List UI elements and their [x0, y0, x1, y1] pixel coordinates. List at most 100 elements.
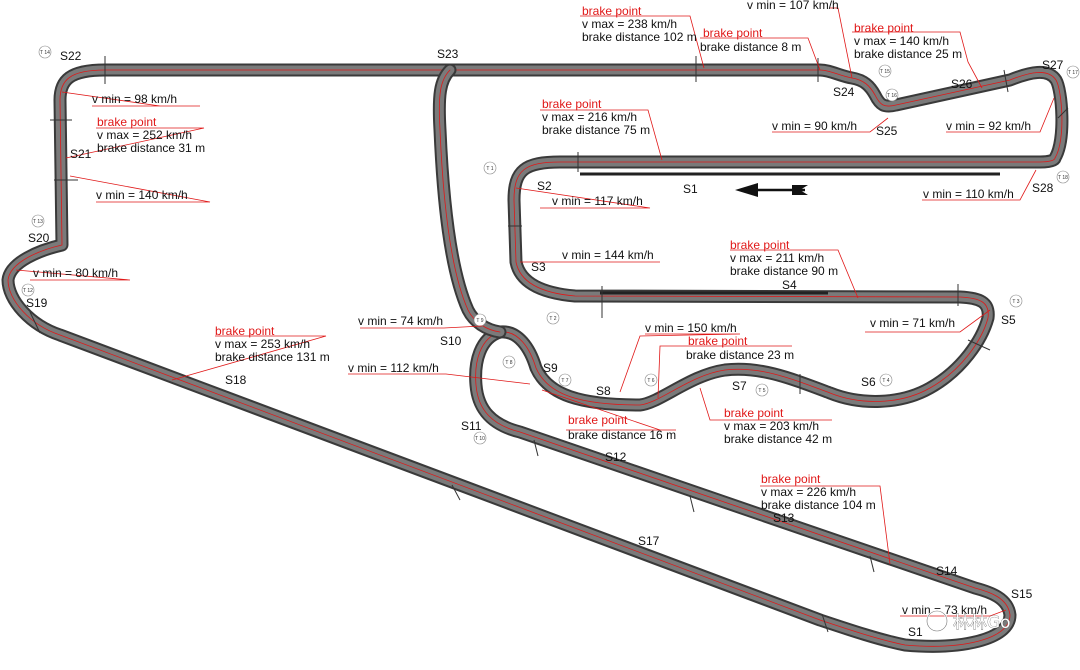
turn-label: T 7 [561, 378, 568, 384]
section-label: S13 [773, 511, 795, 525]
section-label: S3 [531, 260, 546, 274]
turn-label: T 9 [476, 318, 483, 324]
turn-label: T 10 [475, 436, 485, 442]
brake-callout: brake point v max = 253 km/h brake dista… [215, 324, 330, 364]
section-label: S6 [861, 375, 876, 389]
brake-heading: brake point [854, 21, 914, 35]
brake-vmax: v max = 211 km/h [730, 251, 824, 265]
section-label: S15 [1011, 587, 1033, 601]
brake-vmax: v max = 216 km/h [542, 110, 637, 124]
brake-distance: brake distance 8 m [700, 40, 801, 54]
brake-callout: brake point v max = 226 km/h brake dista… [761, 472, 876, 512]
brake-heading: brake point [730, 238, 790, 252]
section-label: S10 [440, 334, 462, 348]
turn-label: T 13 [33, 219, 43, 225]
callout-leaders [15, 7, 1055, 617]
brake-distance: brake distance 16 m [568, 428, 676, 442]
turn-markers [21, 45, 1080, 445]
vmin-label: v min = 80 km/h [33, 266, 118, 280]
brake-callout: brake point v max = 216 km/h brake dista… [542, 97, 650, 137]
brake-vmax: v max = 140 km/h [854, 34, 949, 48]
vmin-label: v min = 71 km/h [870, 316, 955, 330]
brake-vmax: v max = 253 km/h [215, 337, 310, 351]
section-label: S21 [70, 147, 92, 161]
brake-callout: brake point v max = 140 km/h brake dista… [854, 21, 962, 61]
section-label: S17 [638, 534, 660, 548]
section-label: S25 [876, 124, 898, 138]
turn-label: T 16 [887, 93, 897, 99]
section-label: S9 [543, 361, 558, 375]
section-label: S28 [1032, 181, 1054, 195]
pit-lanes [580, 172, 1000, 295]
brake-callout: brake point brake distance 16 m [568, 413, 676, 442]
brake-distance: brake distance 31 m [97, 141, 205, 155]
vmin-label: v min = 92 km/h [946, 119, 1031, 133]
brake-callout: brake point v max = 238 km/h brake dista… [582, 4, 697, 44]
turn-label: T 4 [882, 378, 889, 384]
brake-distance: brake distance 23 m [686, 348, 794, 362]
turn-label: T 12 [23, 288, 33, 294]
brake-heading: brake point [761, 472, 821, 486]
brake-callout: brake point v max = 252 km/h brake dista… [97, 115, 205, 155]
brake-callout: brake point v max = 203 km/h brake dista… [724, 406, 832, 446]
brake-callout: brake point brake distance 23 m [686, 334, 794, 362]
turn-label: T 14 [40, 50, 50, 56]
track-connector-surface [434, 65, 505, 337]
racing-line [7, 69, 1063, 647]
section-label: S12 [605, 450, 627, 464]
section-labels: S1 S2 S3 S4 S5 S6 S7 S8 S9 S10 S11 S12 S… [26, 47, 1064, 639]
section-label: S1 [683, 182, 698, 196]
section-label: S18 [225, 373, 247, 387]
turn-label: T 18 [1058, 175, 1068, 181]
brake-distance: brake distance 104 m [761, 498, 876, 512]
brake-heading: brake point [703, 26, 763, 40]
sector-ticks [29, 56, 1069, 633]
turn-label: T 17 [1068, 70, 1078, 76]
section-label: S11 [461, 419, 482, 433]
brake-distance: brake distance 42 m [724, 432, 832, 446]
section-label: S14 [936, 564, 958, 578]
brake-vmax: v max = 252 km/h [97, 128, 192, 142]
brake-distance: brake distance 131 m [215, 350, 330, 364]
section-label: S26 [951, 77, 973, 91]
brake-distance: brake distance 102 m [582, 30, 697, 44]
brake-callouts: brake point v max = 238 km/h brake dista… [97, 4, 962, 512]
vmin-label: v min = 90 km/h [772, 119, 857, 133]
section-label: S19 [26, 296, 48, 310]
vmin-label: v min = 73 km/h [902, 603, 987, 617]
section-label: S23 [437, 47, 459, 61]
track [1, 63, 1069, 653]
turn-labels: T 1 T 2 T 3 T 4 T 5 T 6 T 7 T 8 T 9 T 10… [23, 50, 1078, 442]
turn-label: T 8 [505, 360, 512, 366]
brake-vmax: v max = 226 km/h [761, 485, 856, 499]
turn-label: T 15 [880, 69, 890, 75]
brake-heading: brake point [97, 115, 157, 129]
turn-label: T 3 [1012, 299, 1019, 305]
turn-label: T 5 [758, 388, 765, 394]
section-label: S20 [28, 231, 50, 245]
turn-label: T 2 [549, 316, 556, 322]
brake-heading: brake point [688, 334, 748, 348]
section-label: S7 [732, 379, 747, 393]
brake-heading: brake point [724, 406, 784, 420]
direction-arrow-icon [735, 183, 808, 197]
brake-distance: brake distance 90 m [730, 264, 838, 278]
vmin-label: v min = 74 km/h [358, 314, 443, 328]
vmin-label: v min = 150 km/h [645, 321, 737, 335]
vmin-label: v min = 98 km/h [92, 92, 177, 106]
section-label: S1 [908, 625, 923, 639]
turn-label: T 6 [647, 378, 654, 384]
brake-heading: brake point [582, 4, 642, 18]
section-label: S2 [537, 179, 552, 193]
section-label: S8 [596, 384, 611, 398]
watermark: 林林Go [926, 610, 1011, 633]
watermark-text: 林林Go [953, 613, 1011, 633]
section-label: S5 [1001, 313, 1016, 327]
section-label: S27 [1042, 58, 1064, 72]
brake-vmax: v max = 203 km/h [724, 419, 819, 433]
turn-label: T 1 [486, 166, 493, 172]
brake-heading: brake point [568, 413, 628, 427]
vmin-label: v min = 110 km/h [923, 187, 1014, 201]
